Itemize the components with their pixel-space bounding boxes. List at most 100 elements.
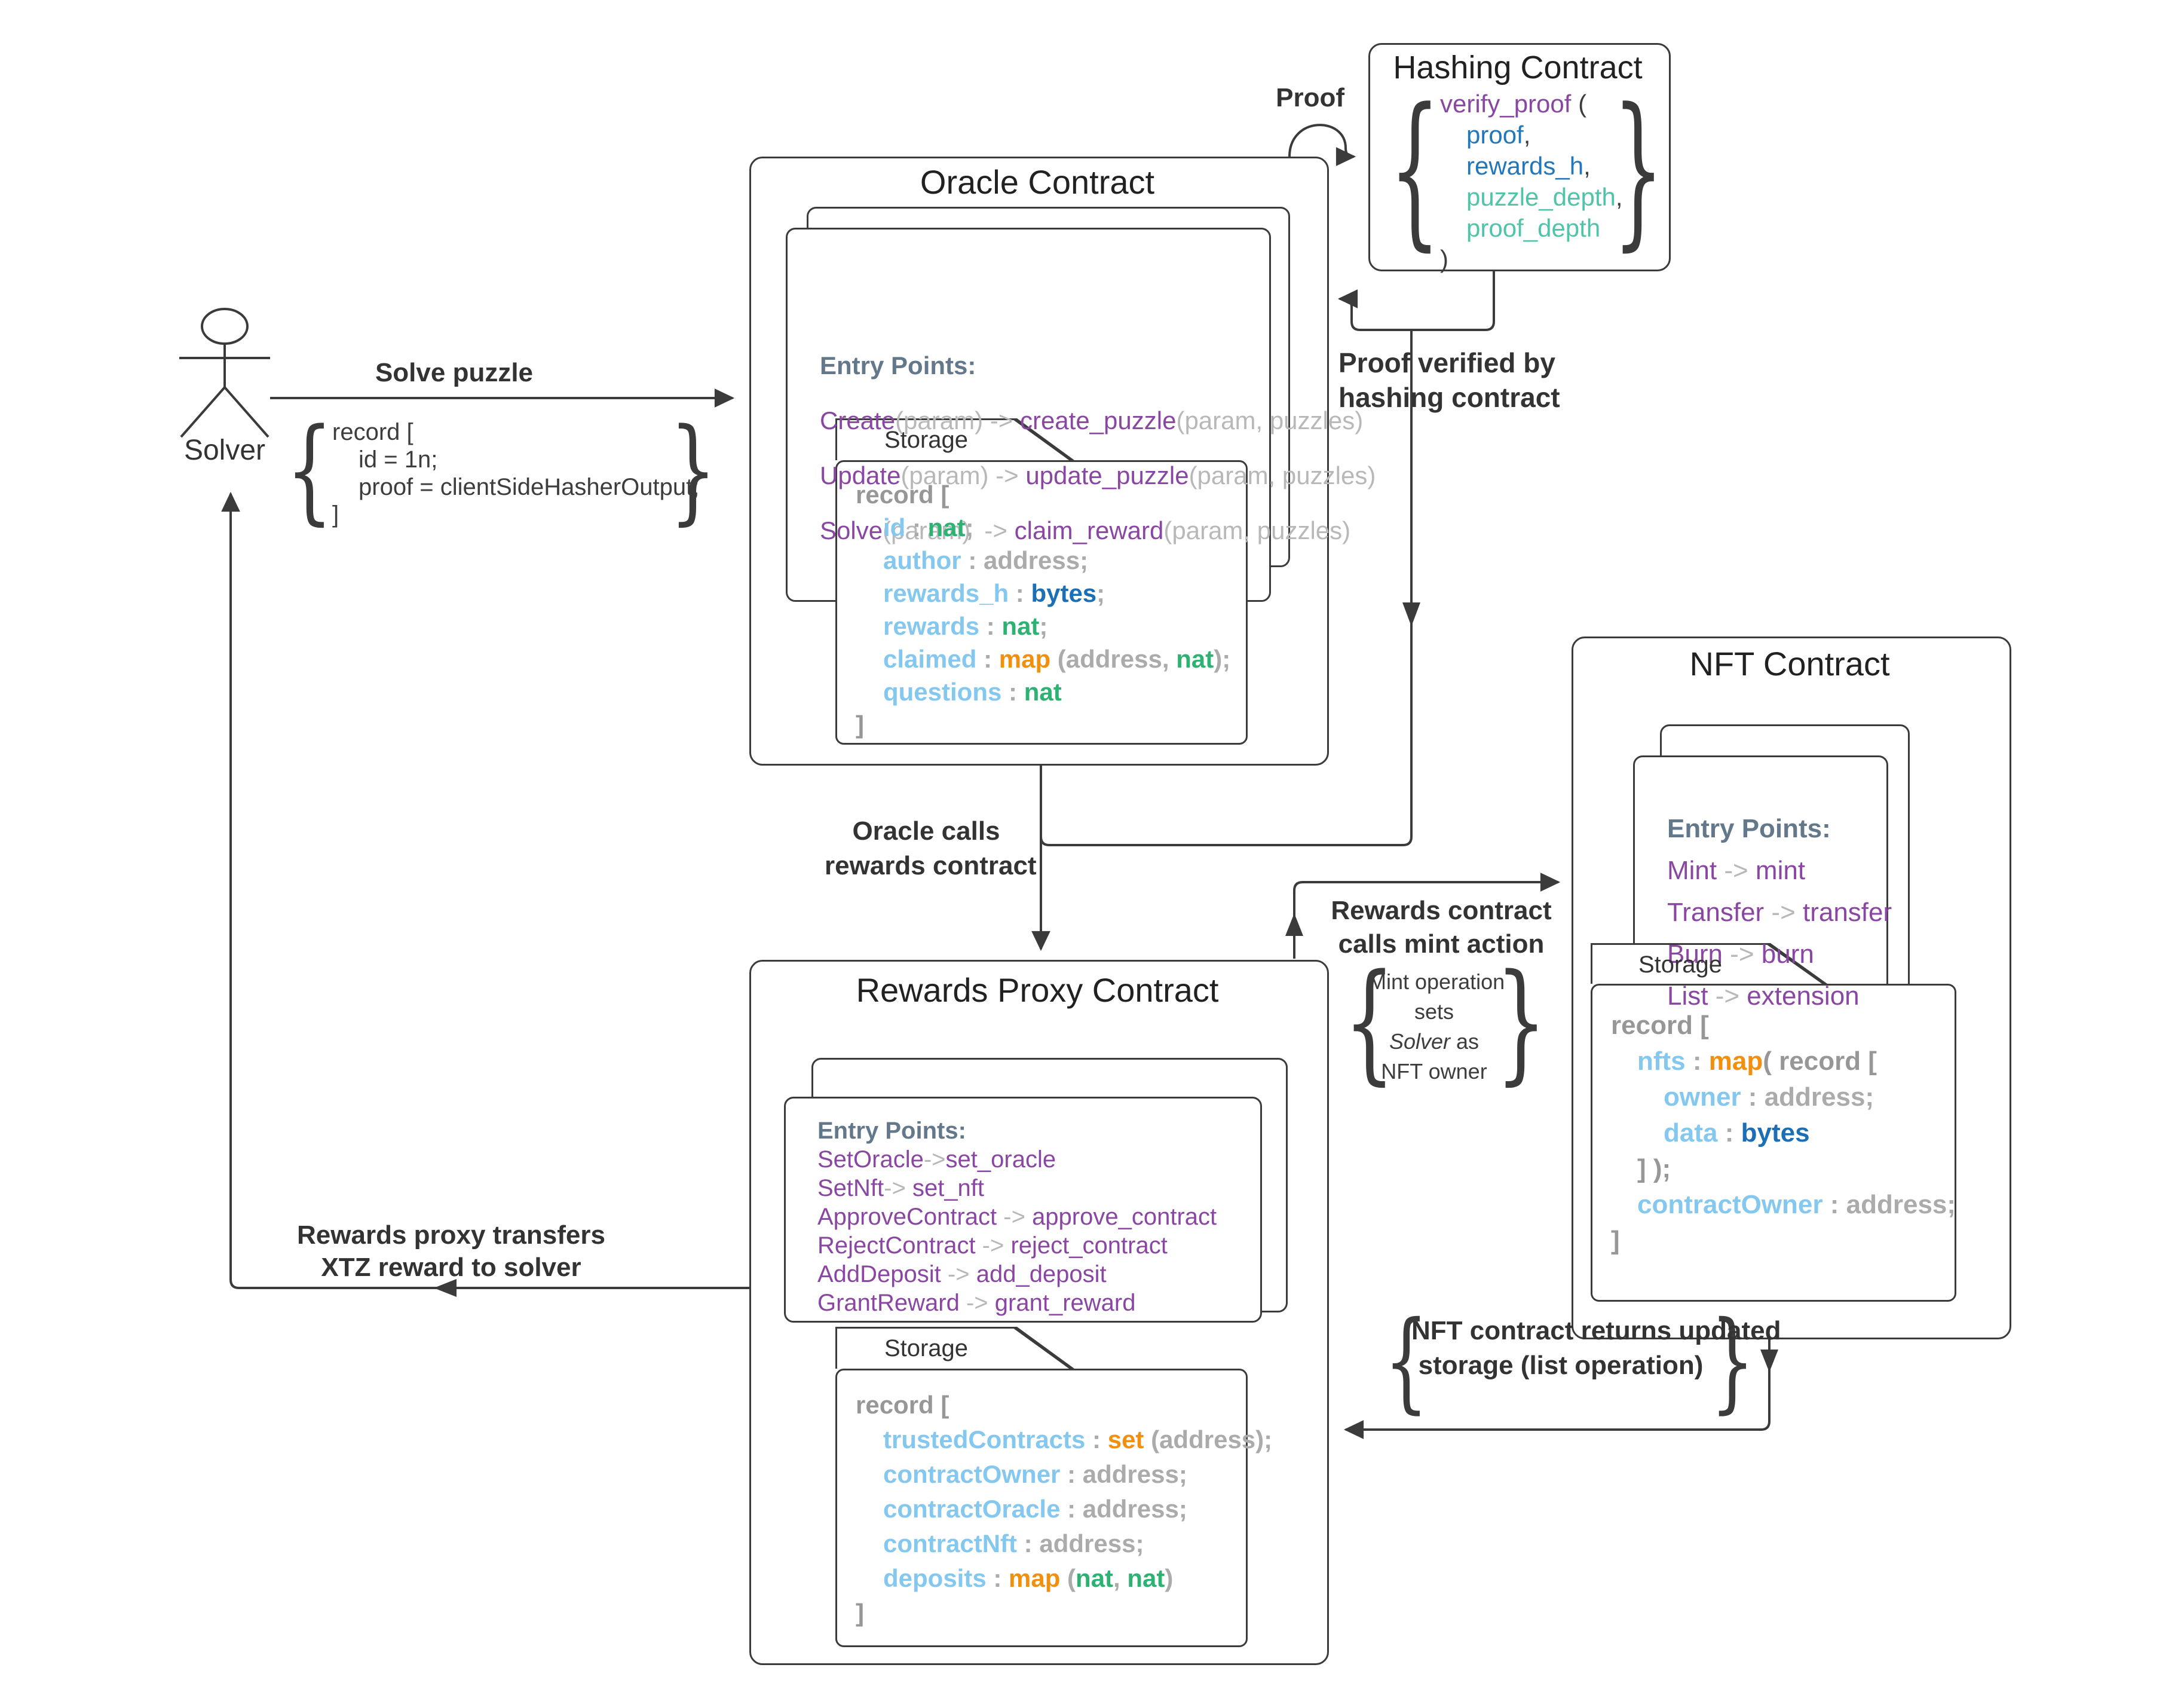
label-oracle-calls: Oracle calls rewards contract <box>825 814 1037 883</box>
oracle-storage-body <box>835 460 1248 745</box>
text-line: Solve puzzle <box>375 358 534 387</box>
arrow-proof <box>1288 124 1356 166</box>
text-line: hashing contract <box>1338 382 1560 413</box>
hashing-contract-title: Hashing Contract <box>1393 50 1643 85</box>
label-proof: Proof <box>1219 82 1344 114</box>
label-proof-verified: Proof verified by hashing contract <box>1338 345 1560 415</box>
arrowhead-left-mid <box>434 1279 457 1297</box>
hashing-brace-left: { <box>1389 74 1441 267</box>
text-line: verify_proof ( <box>1440 90 1587 118</box>
text-line: List -> extension <box>1667 981 1860 1011</box>
text-line: proof = clientSideHasherOutput; <box>359 474 700 500</box>
text-line: Create(param) -> create_puzzle(param, pu… <box>820 406 1364 434</box>
solver-record-note: record [id = 1n;proof = clientSideHasher… <box>332 418 699 528</box>
text-line: nfts : map( record [ <box>1637 1047 1877 1076</box>
rewards-storage-body <box>835 1369 1248 1647</box>
solver-actor-icon <box>179 308 270 438</box>
text-line: record [ <box>1611 1011 1709 1040</box>
arrow-proof-verified <box>1337 268 1495 331</box>
text-line: deposits : map (nat, nat) <box>883 1564 1174 1592</box>
text-line: Transfer -> transfer <box>1667 898 1892 927</box>
text-line: Entry Points: <box>820 351 976 380</box>
text-line: record [ <box>856 481 949 509</box>
solver-record-brace-left: { <box>286 403 333 537</box>
text-line: proof_depth <box>1466 214 1601 242</box>
text-line: contractOwner : address; <box>1637 1190 1956 1219</box>
text-line: trustedContracts : set (address); <box>883 1425 1273 1454</box>
text-line: record [ <box>856 1391 949 1419</box>
arrow-rewards-calls-mint <box>1293 873 1561 959</box>
rewards-storage-tab-label: Storage <box>884 1335 969 1361</box>
text-line: AddDeposit -> add_deposit <box>817 1261 1107 1287</box>
text-line: SetOracle->set_oracle <box>817 1146 1056 1173</box>
solver-record-brace-right: } <box>669 403 717 537</box>
text-line: Rewards contract <box>1331 896 1552 925</box>
text-line: rewards contract <box>825 851 1037 880</box>
text-line: RejectContract -> reject_contract <box>817 1232 1168 1259</box>
text-line: ] <box>856 711 864 739</box>
text-line: Update(param) -> update_puzzle(param, pu… <box>820 461 1376 489</box>
arrow-nft-returns-storage <box>1343 1336 1771 1439</box>
rewards-storage-record: record [ trustedContracts : set (address)… <box>856 1388 1272 1630</box>
text-line: Entry Points: <box>817 1118 966 1144</box>
text-line: Solve(param) -> claim_reward(param, puzz… <box>820 516 1351 544</box>
text-line: proof, <box>1466 121 1531 149</box>
text-line: puzzle_depth, <box>1466 183 1623 211</box>
text-line: owner : address; <box>1664 1082 1874 1112</box>
hashing-contract-box <box>1368 43 1671 271</box>
text-line: id = 1n; <box>359 446 438 473</box>
nft-contract-title: NFT Contract <box>1689 645 1890 683</box>
arrowhead-down-mid-2 <box>1760 1350 1778 1372</box>
text-line: Mint -> mint <box>1667 856 1806 885</box>
label-nft-returns: NFT contract returns updated storage (lis… <box>1411 1314 1781 1383</box>
text-line: Rewards proxy transfers <box>297 1220 605 1250</box>
text-line: rewards : nat; <box>883 612 1048 640</box>
hashing-brace-right: } <box>1612 74 1664 267</box>
nft-returns-brace-left: { <box>1384 1297 1429 1425</box>
text-line: questions : nat <box>883 678 1062 706</box>
text-line: rewards_h, <box>1466 152 1591 180</box>
text-line: sets <box>1414 999 1454 1024</box>
rewards-entry-card <box>784 1097 1262 1323</box>
text-line: contractOracle : address; <box>883 1495 1187 1523</box>
text-line: author : address; <box>883 546 1089 574</box>
solver-label: Solver <box>183 434 266 466</box>
text-line: NFT owner <box>1381 1059 1487 1084</box>
text-line: ) <box>1440 245 1448 273</box>
mint-note-brace-left: { <box>1343 947 1395 1098</box>
text-line: XTZ reward to solver <box>321 1253 581 1282</box>
text-line: storage (list operation) <box>1418 1351 1704 1380</box>
nft-storage-body <box>1591 984 1956 1302</box>
text-line: Proof <box>1276 83 1344 112</box>
text-line: Proof verified by <box>1338 347 1555 378</box>
text-line: SetNft-> set_nft <box>817 1175 985 1201</box>
text-line: ] <box>1611 1226 1620 1255</box>
text-line: ApproveContract -> approve_contract <box>817 1204 1217 1230</box>
text-line: GrantReward -> grant_reward <box>817 1290 1136 1316</box>
text-line: id : nat; <box>883 513 974 541</box>
nft-returns-brace-right: } <box>1710 1297 1755 1425</box>
text-line: Mint operation <box>1368 969 1505 994</box>
rewards-proxy-contract-title: Rewards Proxy Contract <box>856 971 1219 1009</box>
text-line: ] ); <box>1637 1154 1671 1183</box>
text-line: rewards_h : bytes; <box>883 579 1105 607</box>
text-line: NFT contract returns updated <box>1411 1316 1781 1345</box>
oracle-contract-title: Oracle Contract <box>920 163 1155 201</box>
text-line: claimed : map (address, nat); <box>883 645 1231 673</box>
text-line: Burn -> burn <box>1667 940 1814 969</box>
nft-storage-record: record [ nfts : map( record [ owner : addr… <box>1611 1008 1956 1259</box>
text-line: contractNft : address; <box>883 1529 1144 1558</box>
text-line: data : bytes <box>1664 1118 1810 1148</box>
mint-note-brace-right: } <box>1495 947 1547 1098</box>
arrowhead-up-mid <box>1285 913 1303 936</box>
oracle-entry-points: Entry Points: Create(param) -> create_puz… <box>820 338 1376 558</box>
text-line: ] <box>856 1599 864 1627</box>
text-line: Oracle calls <box>852 816 1000 846</box>
